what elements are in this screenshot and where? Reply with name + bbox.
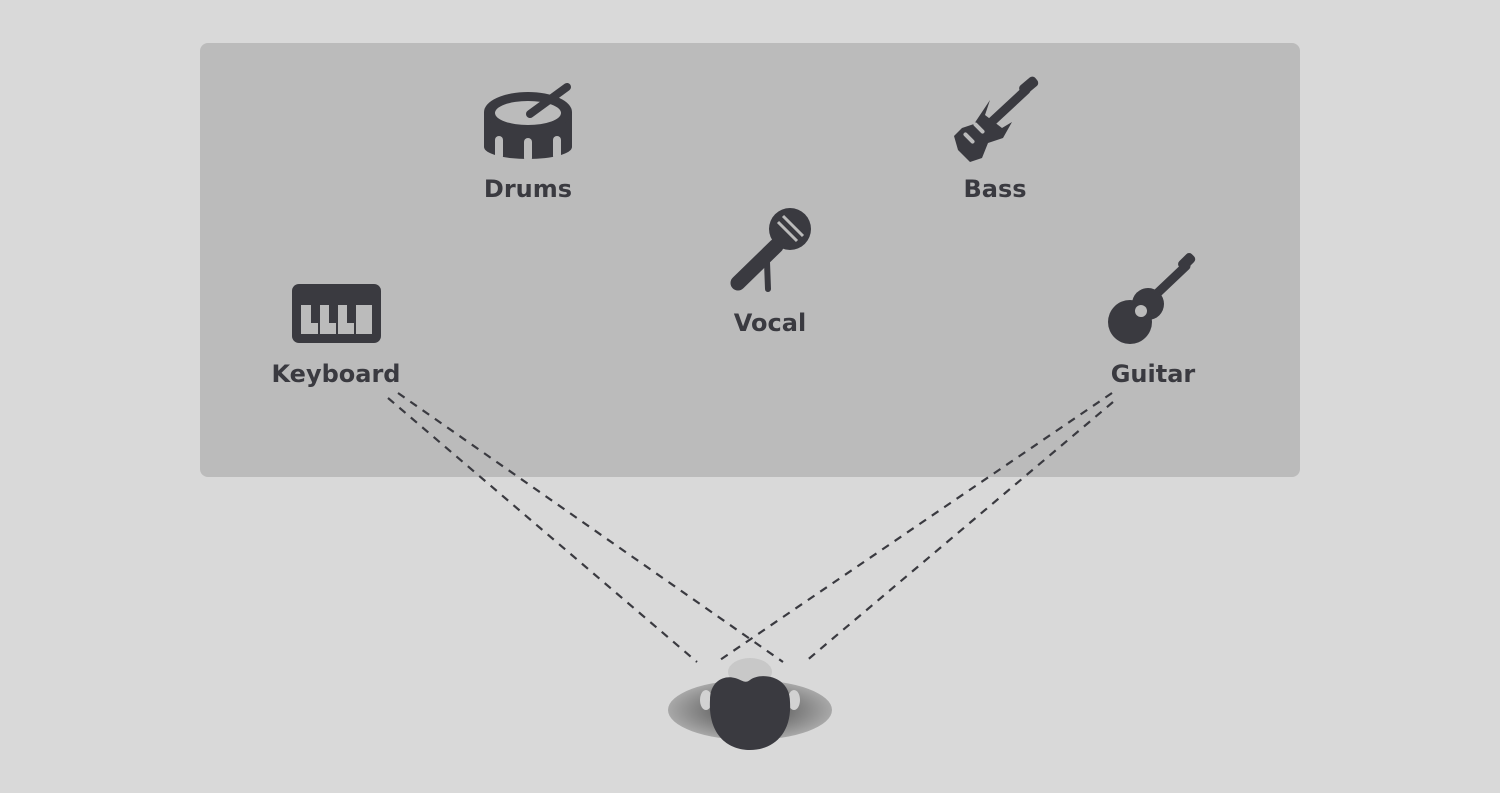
sight-line-keyboard-left-ear bbox=[387, 397, 698, 663]
sight-line-guitar-right-ear bbox=[804, 401, 1114, 663]
electric-bass-icon bbox=[954, 76, 1039, 162]
keyboard-icon bbox=[292, 284, 381, 343]
instrument-label-keyboard: Keyboard bbox=[272, 360, 401, 388]
instrument-label-bass: Bass bbox=[963, 175, 1026, 203]
stage-area bbox=[200, 43, 1300, 477]
instrument-label-vocal: Vocal bbox=[734, 309, 806, 337]
sight-line-guitar-left-ear bbox=[716, 392, 1113, 663]
sight-lines bbox=[387, 392, 1114, 663]
instrument-label-drums: Drums bbox=[484, 175, 572, 203]
listener-head-icon bbox=[668, 658, 832, 750]
sight-line-keyboard-right-ear bbox=[397, 392, 784, 663]
acoustic-guitar-icon bbox=[1108, 253, 1196, 344]
microphone-icon bbox=[730, 208, 811, 292]
drum-icon bbox=[484, 83, 572, 162]
instrument-label-guitar: Guitar bbox=[1111, 360, 1196, 388]
